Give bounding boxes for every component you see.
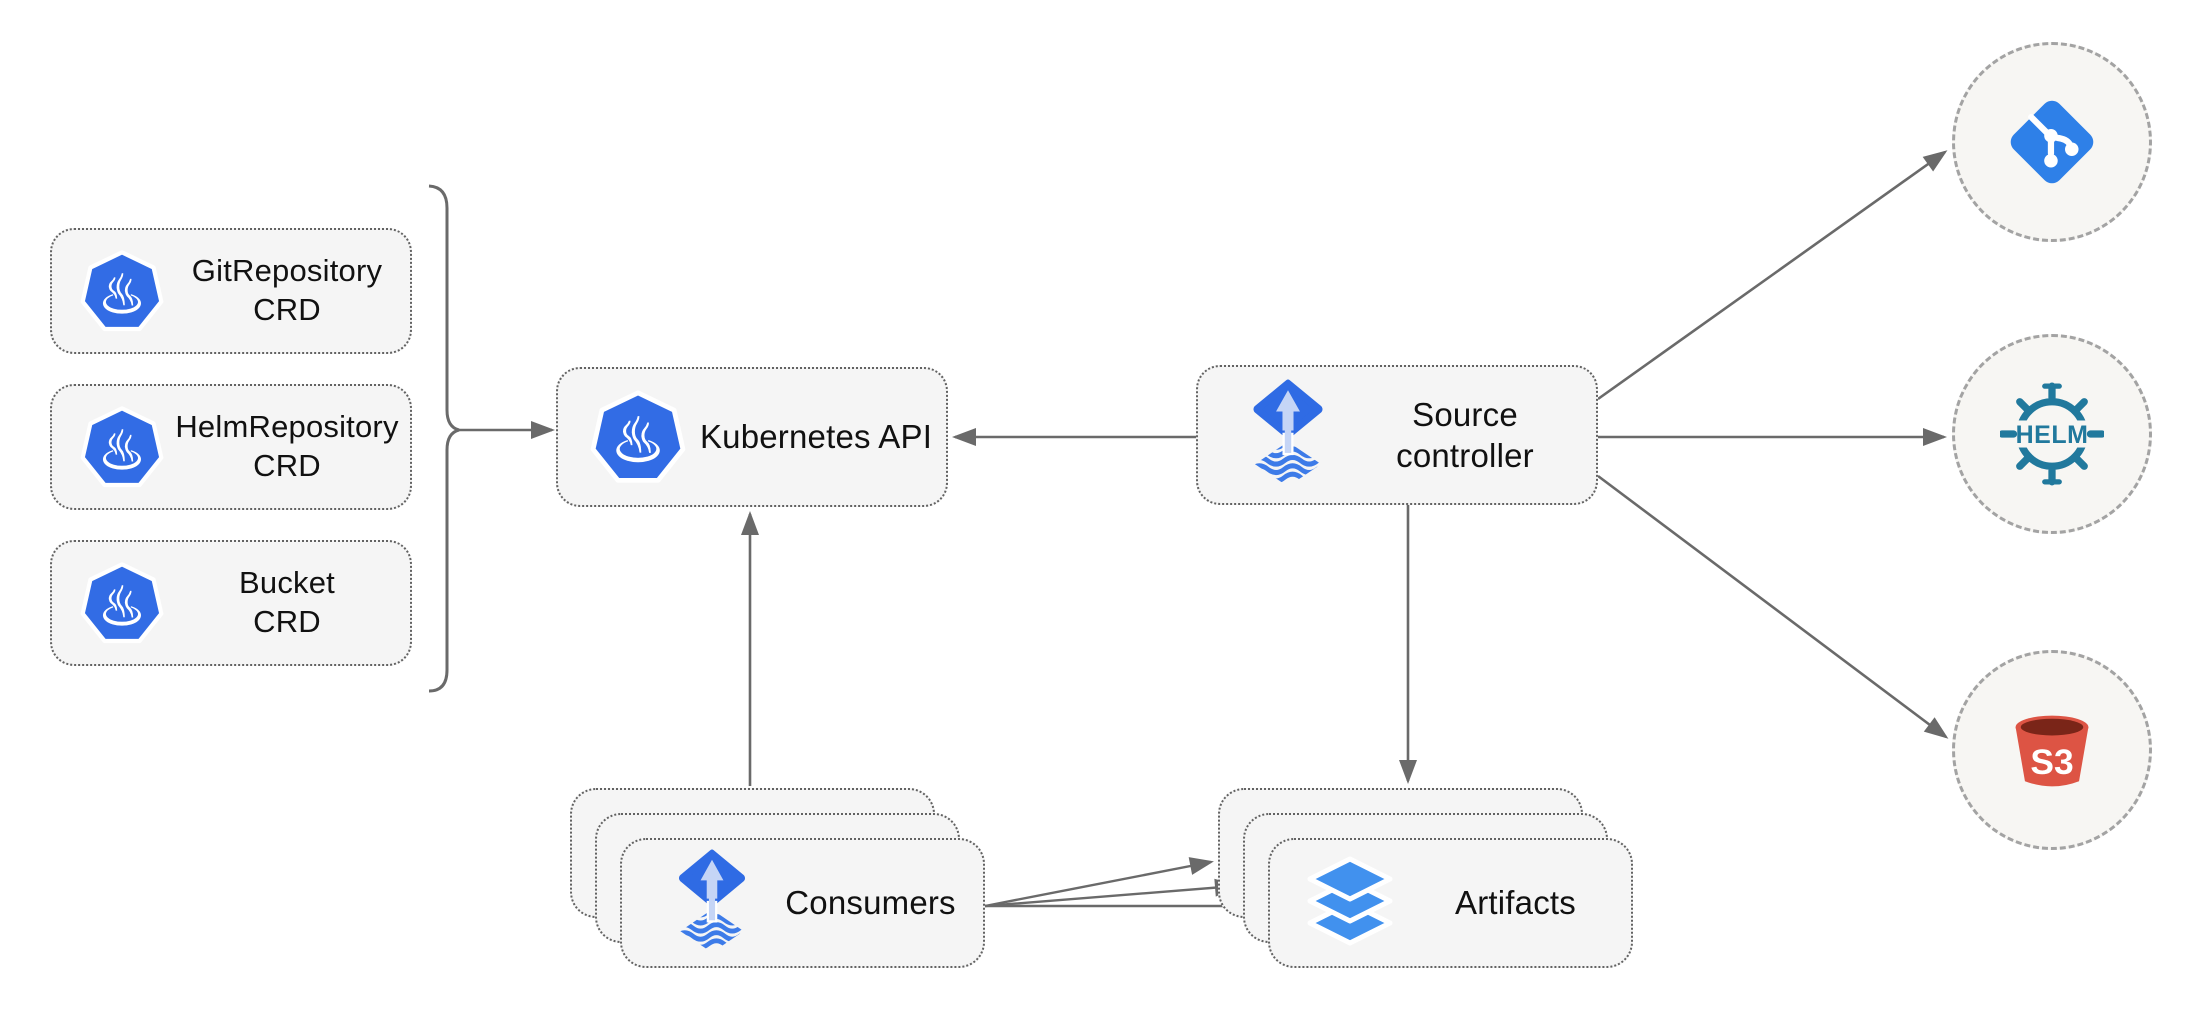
node-label: Bucket CRD [164, 564, 410, 642]
crd-group-bracket [428, 184, 460, 693]
helm-label: HELM [2016, 421, 2089, 449]
svg-text:♨: ♨ [98, 263, 146, 326]
endpoint-s3: S3 [1952, 650, 2152, 850]
node-artifacts: Artifacts [1268, 838, 1633, 968]
s3-bucket-icon: S3 [2000, 698, 2104, 802]
node-label: Source controller [1334, 394, 1596, 477]
node-label-line2: CRD [253, 292, 321, 327]
node-label: Artifacts [1455, 884, 1576, 922]
node-label: Kubernetes API [699, 418, 933, 456]
edge-consumers-to-artifacts-2 [984, 878, 1239, 908]
node-label-line1: HelmRepository [175, 409, 399, 445]
svg-text:♨: ♨ [610, 405, 665, 476]
node-label-line2: CRD [253, 604, 321, 639]
kubernetes-icon: ♨ [80, 405, 164, 489]
endpoint-git [1952, 42, 2152, 242]
kubernetes-icon: ♨ [80, 249, 164, 333]
node-git-repository-crd: ♨ GitRepository CRD [50, 228, 412, 354]
node-label: GitRepository CRD [164, 252, 410, 330]
edge-consumers-to-artifacts-1 [984, 857, 1214, 908]
s3-label: S3 [2030, 743, 2073, 782]
node-label-line2: controller [1396, 437, 1534, 474]
edge-source-to-s3 [1597, 474, 1949, 739]
flux-icon [666, 847, 758, 959]
node-label-line2: CRD [253, 448, 321, 483]
node-label: Consumers [785, 884, 956, 922]
node-label: HelmRepository CRD [164, 408, 410, 486]
node-label-line1: Source [1412, 395, 1518, 433]
node-source-controller: Source controller [1196, 365, 1598, 505]
node-kubernetes-api: ♨ Kubernetes API [556, 367, 948, 507]
kubernetes-icon: ♨ [80, 561, 164, 645]
helm-icon: HELM [2000, 382, 2104, 486]
edge-source-to-git [1597, 150, 1948, 401]
node-helm-repository-crd: ♨ HelmRepository CRD [50, 384, 412, 510]
svg-text:♨: ♨ [98, 419, 146, 482]
kubernetes-icon: ♨ [590, 389, 686, 485]
endpoint-helm: HELM [1952, 334, 2152, 534]
node-consumers: Consumers [620, 838, 985, 968]
node-bucket-crd: ♨ Bucket CRD [50, 540, 412, 666]
layers-icon [1300, 853, 1400, 953]
git-icon [2000, 90, 2104, 194]
flux-icon [1242, 379, 1334, 491]
node-label-line1: GitRepository [191, 253, 383, 289]
svg-text:♨: ♨ [98, 575, 146, 638]
node-label-line1: Bucket [239, 565, 335, 601]
